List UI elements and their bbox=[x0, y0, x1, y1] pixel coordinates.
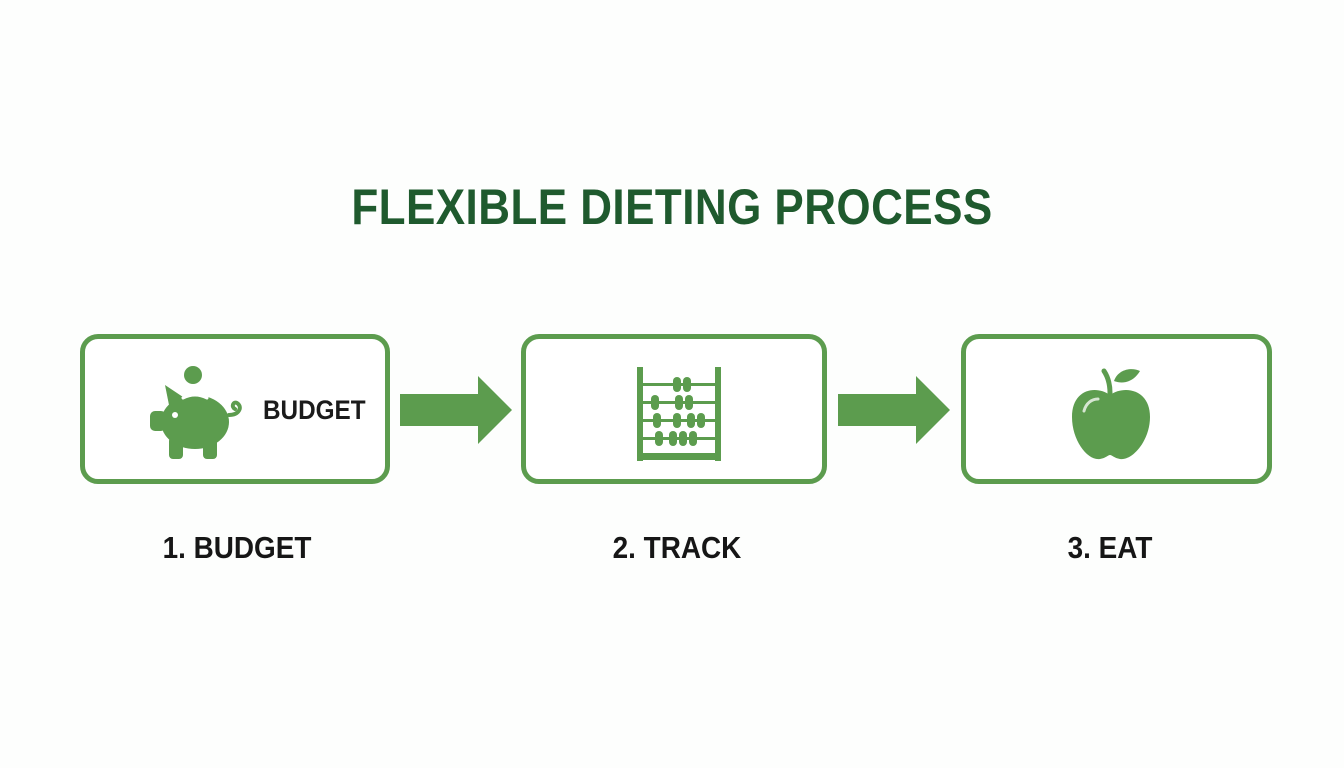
step-box-text-budget: BUDGET bbox=[263, 395, 366, 425]
step-label-track: 2. TRACK bbox=[612, 530, 742, 565]
diagram-title: FLEXIBLE DIETING PROCESS bbox=[351, 179, 993, 235]
step-label-eat: 3. EAT bbox=[1067, 530, 1153, 565]
arrow-right-icon bbox=[838, 376, 950, 444]
piggy-bank-icon bbox=[147, 363, 247, 463]
abacus-icon bbox=[637, 367, 721, 461]
arrow-right-icon bbox=[400, 376, 512, 444]
step-box-eat bbox=[961, 334, 1272, 484]
step-box-track bbox=[521, 334, 827, 484]
step-box-budget: BUDGET bbox=[80, 334, 390, 484]
apple-icon bbox=[1066, 363, 1156, 463]
step-label-budget: 1. BUDGET bbox=[162, 530, 312, 565]
